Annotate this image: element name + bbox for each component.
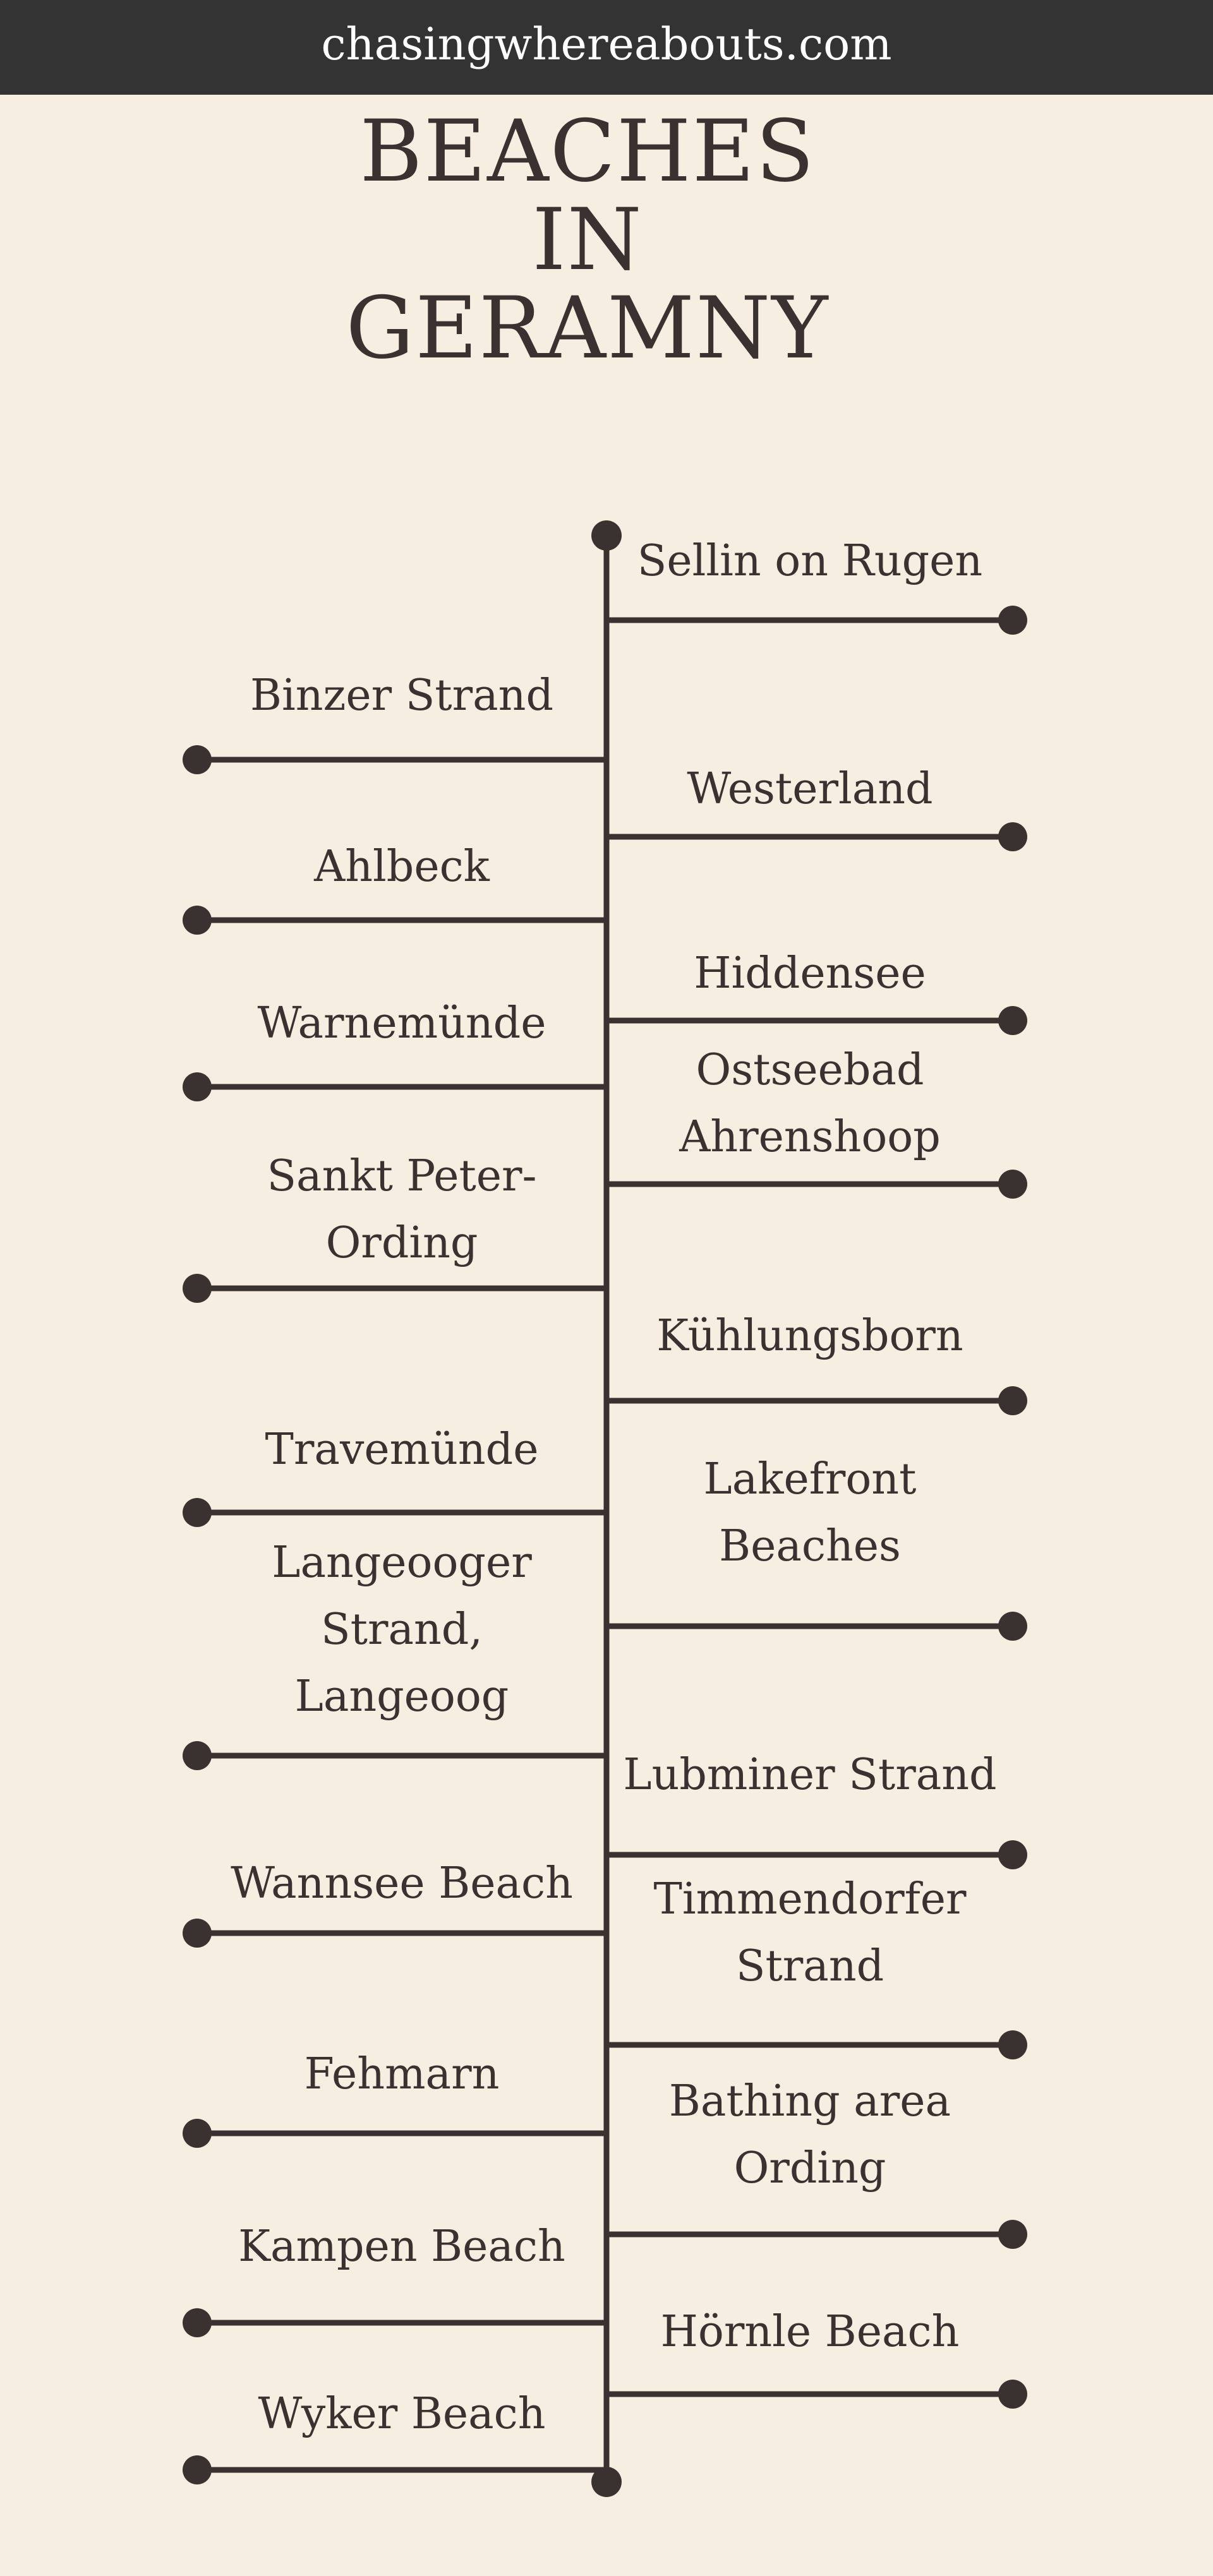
left-branch-dot — [183, 1274, 212, 1303]
right-branch-dot — [998, 606, 1027, 635]
beach-label: Kühlungsborn — [656, 1311, 963, 1361]
beach-label: Bathing area Ording — [668, 2076, 951, 2193]
left-branch-dot — [183, 1072, 212, 1101]
beach-label: Binzer Strand — [250, 671, 553, 721]
beach-label: Ahlbeck — [314, 842, 490, 892]
beach-label: Langeooger Strand, Langeoog — [272, 1538, 532, 1722]
right-branch-dot — [998, 2380, 1027, 2409]
beach-label: Travemünde — [265, 1425, 539, 1475]
beach-label: Hiddensee — [694, 949, 926, 998]
site-url: chasingwhereabouts.com — [321, 18, 892, 70]
right-branch-dot — [998, 822, 1027, 851]
page-title: BEACHES IN GERAMNY — [341, 101, 834, 379]
left-branch-dot — [183, 745, 212, 774]
title-line-1: BEACHES — [359, 102, 816, 201]
left-branch-dot — [183, 1919, 212, 1948]
right-branch-dot — [998, 1612, 1027, 1641]
title-line-3: GERAMNY — [346, 279, 830, 378]
right-branch-dot — [998, 2220, 1027, 2249]
right-branch-dot — [998, 1840, 1027, 1869]
beach-label: Fehmarn — [304, 2049, 500, 2099]
beach-label: Sellin on Rugen — [637, 536, 983, 586]
left-branch-dot — [183, 906, 212, 935]
beach-label: Sankt Peter- Ording — [267, 1151, 537, 1268]
beach-label: Warnemünde — [257, 998, 546, 1048]
timeline-start-dot — [591, 520, 622, 551]
top-banner: chasingwhereabouts.com — [0, 0, 1213, 95]
beach-label: Hörnle Beach — [660, 2307, 960, 2357]
beach-label: Kampen Beach — [238, 2222, 565, 2272]
title-line-2: IN — [532, 190, 643, 289]
left-branch-dot — [183, 2308, 212, 2337]
beach-label: Lakefront Beaches — [703, 1454, 917, 1571]
beach-label: Wyker Beach — [258, 2389, 546, 2439]
beach-label: Wannsee Beach — [231, 1859, 573, 1908]
left-branch-dot — [183, 2119, 212, 2148]
beach-label: Ostseebad Ahrenshoop — [679, 1045, 941, 1162]
right-branch-dot — [998, 1170, 1027, 1199]
beach-label: Timmendorfer Strand — [653, 1874, 967, 1991]
left-branch-dot — [183, 1741, 212, 1770]
right-branch-dot — [998, 1006, 1027, 1035]
left-branch-dot — [183, 1498, 212, 1527]
beach-label: Westerland — [687, 764, 933, 814]
timeline-end-dot — [591, 2467, 622, 2497]
right-branch-dot — [998, 1386, 1027, 1415]
beach-label: Lubminer Strand — [623, 1750, 997, 1800]
right-branch-dot — [998, 2030, 1027, 2059]
left-branch-dot — [183, 2455, 212, 2484]
